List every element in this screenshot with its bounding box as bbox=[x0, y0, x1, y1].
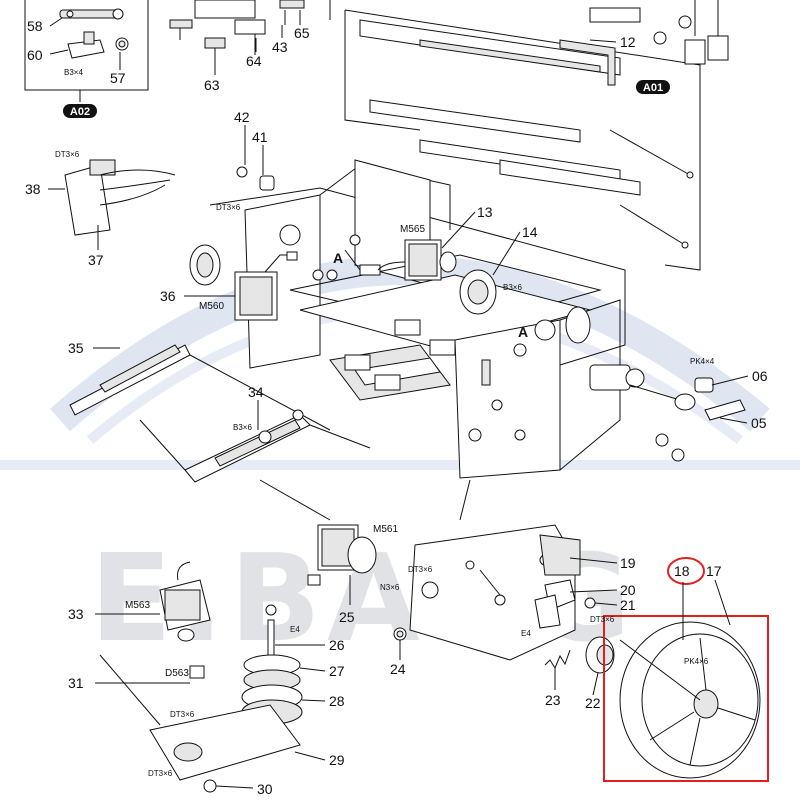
main-chassis bbox=[209, 159, 626, 479]
screw-label-s5: PK4×4 bbox=[690, 357, 715, 366]
callout-26: 26 bbox=[329, 637, 345, 653]
part-callouts: 58 60 57 63 64 43 65 12 42 41 38 37 13 1… bbox=[25, 18, 768, 797]
rail-assembly bbox=[359, 19, 694, 249]
inset-frame-a02 bbox=[24, 0, 149, 102]
screw-label-s12: PK4×6 bbox=[684, 657, 709, 666]
callout-29: 29 bbox=[329, 752, 345, 768]
right-drive-assembly bbox=[589, 364, 746, 462]
badge-a01-label: A01 bbox=[643, 82, 663, 94]
callout-60: 60 bbox=[27, 47, 43, 63]
parts-41-42 bbox=[236, 166, 275, 191]
motor-m565: M565 bbox=[377, 224, 457, 281]
section-mark-a-right: A bbox=[518, 324, 528, 340]
section-mark-a-left: A bbox=[333, 250, 343, 266]
highlight-box bbox=[603, 615, 769, 782]
screw-label-s3: DT3×6 bbox=[216, 203, 241, 212]
top-middle-parts bbox=[169, 0, 305, 70]
callout-13: 13 bbox=[477, 204, 493, 220]
part-24-nut bbox=[393, 627, 407, 641]
part-60-bracket bbox=[67, 31, 105, 59]
callout-24: 24 bbox=[390, 661, 406, 677]
label-m560: M560 bbox=[199, 301, 224, 312]
badge-a02: A02 bbox=[63, 104, 97, 118]
screw-label-s2: DT3×6 bbox=[55, 150, 80, 159]
callout-63: 63 bbox=[204, 77, 220, 93]
part-19-plate bbox=[409, 524, 581, 661]
callout-leaders bbox=[48, 10, 749, 789]
callout-22: 22 bbox=[585, 695, 601, 711]
parts-20-21 bbox=[534, 579, 596, 629]
part-18-pulley bbox=[619, 621, 761, 779]
screw-label-s10: DT3×6 bbox=[590, 615, 615, 624]
part-14-flange: B3×6 bbox=[459, 269, 522, 315]
screw-label-s14: DT3×6 bbox=[148, 769, 173, 778]
badge-a01: A01 bbox=[636, 80, 670, 94]
part-57-bushing bbox=[115, 37, 129, 51]
callout-35: 35 bbox=[68, 340, 84, 356]
callout-37: 37 bbox=[88, 252, 104, 268]
label-m565: M565 bbox=[400, 224, 425, 235]
callout-14: 14 bbox=[522, 224, 538, 240]
callout-38: 38 bbox=[25, 181, 41, 197]
callout-06: 06 bbox=[752, 368, 768, 384]
part-34-slide bbox=[184, 409, 371, 483]
callout-12: 12 bbox=[620, 34, 636, 50]
screw-label-s6: B3×6 bbox=[503, 283, 522, 292]
callout-43: 43 bbox=[272, 39, 288, 55]
callout-42: 42 bbox=[234, 109, 250, 125]
screw-label-s1: B3×4 bbox=[64, 68, 83, 77]
highlight-circle bbox=[667, 557, 705, 585]
screw-label-s4: B3×6 bbox=[233, 423, 252, 432]
screw-label-s13: DT3×6 bbox=[170, 710, 195, 719]
inset-frame-a01 bbox=[344, 9, 701, 271]
part-35-slide bbox=[69, 344, 331, 431]
callout-18: 18 bbox=[674, 563, 690, 579]
callout-25: 25 bbox=[339, 609, 355, 625]
callout-57: 57 bbox=[110, 70, 126, 86]
callout-20: 20 bbox=[620, 582, 636, 598]
callout-05: 05 bbox=[751, 415, 767, 431]
callout-58: 58 bbox=[27, 18, 43, 34]
callout-23: 23 bbox=[545, 692, 561, 708]
label-m563: M563 bbox=[125, 600, 150, 611]
callout-31: 31 bbox=[68, 675, 84, 691]
part-29-base-plate bbox=[99, 654, 301, 793]
motor-m560: M560 bbox=[189, 244, 298, 321]
callout-27: 27 bbox=[329, 663, 345, 679]
callout-64: 64 bbox=[246, 53, 262, 69]
callout-19: 19 bbox=[620, 555, 636, 571]
screw-label-s9: E4 bbox=[290, 625, 300, 634]
part-23-spring bbox=[544, 649, 571, 670]
screw-label-s8: N3×6 bbox=[380, 583, 400, 592]
motor-m561: M561 bbox=[307, 524, 398, 586]
motor-m563: M563 bbox=[125, 561, 211, 642]
callout-28: 28 bbox=[329, 693, 345, 709]
top-right-hardware bbox=[329, 0, 729, 65]
part-22-roller bbox=[585, 636, 615, 674]
callout-65: 65 bbox=[294, 25, 310, 41]
callout-30: 30 bbox=[257, 781, 273, 797]
callout-17: 17 bbox=[706, 563, 722, 579]
callout-41: 41 bbox=[252, 129, 268, 145]
callout-36: 36 bbox=[160, 288, 176, 304]
leader-lines bbox=[139, 419, 471, 521]
part-38-bracket bbox=[64, 159, 176, 236]
label-d563: D563 bbox=[165, 668, 189, 679]
screw-label-s7: DT3×6 bbox=[408, 565, 433, 574]
part-58-rod bbox=[59, 8, 124, 20]
callout-34: 34 bbox=[248, 384, 264, 400]
callout-33: 33 bbox=[68, 606, 84, 622]
callout-21: 21 bbox=[620, 597, 636, 613]
label-m561: M561 bbox=[373, 524, 398, 535]
badge-a02-label: A02 bbox=[70, 106, 90, 118]
screw-label-s11: E4 bbox=[521, 629, 531, 638]
part-12-bar bbox=[559, 39, 616, 86]
